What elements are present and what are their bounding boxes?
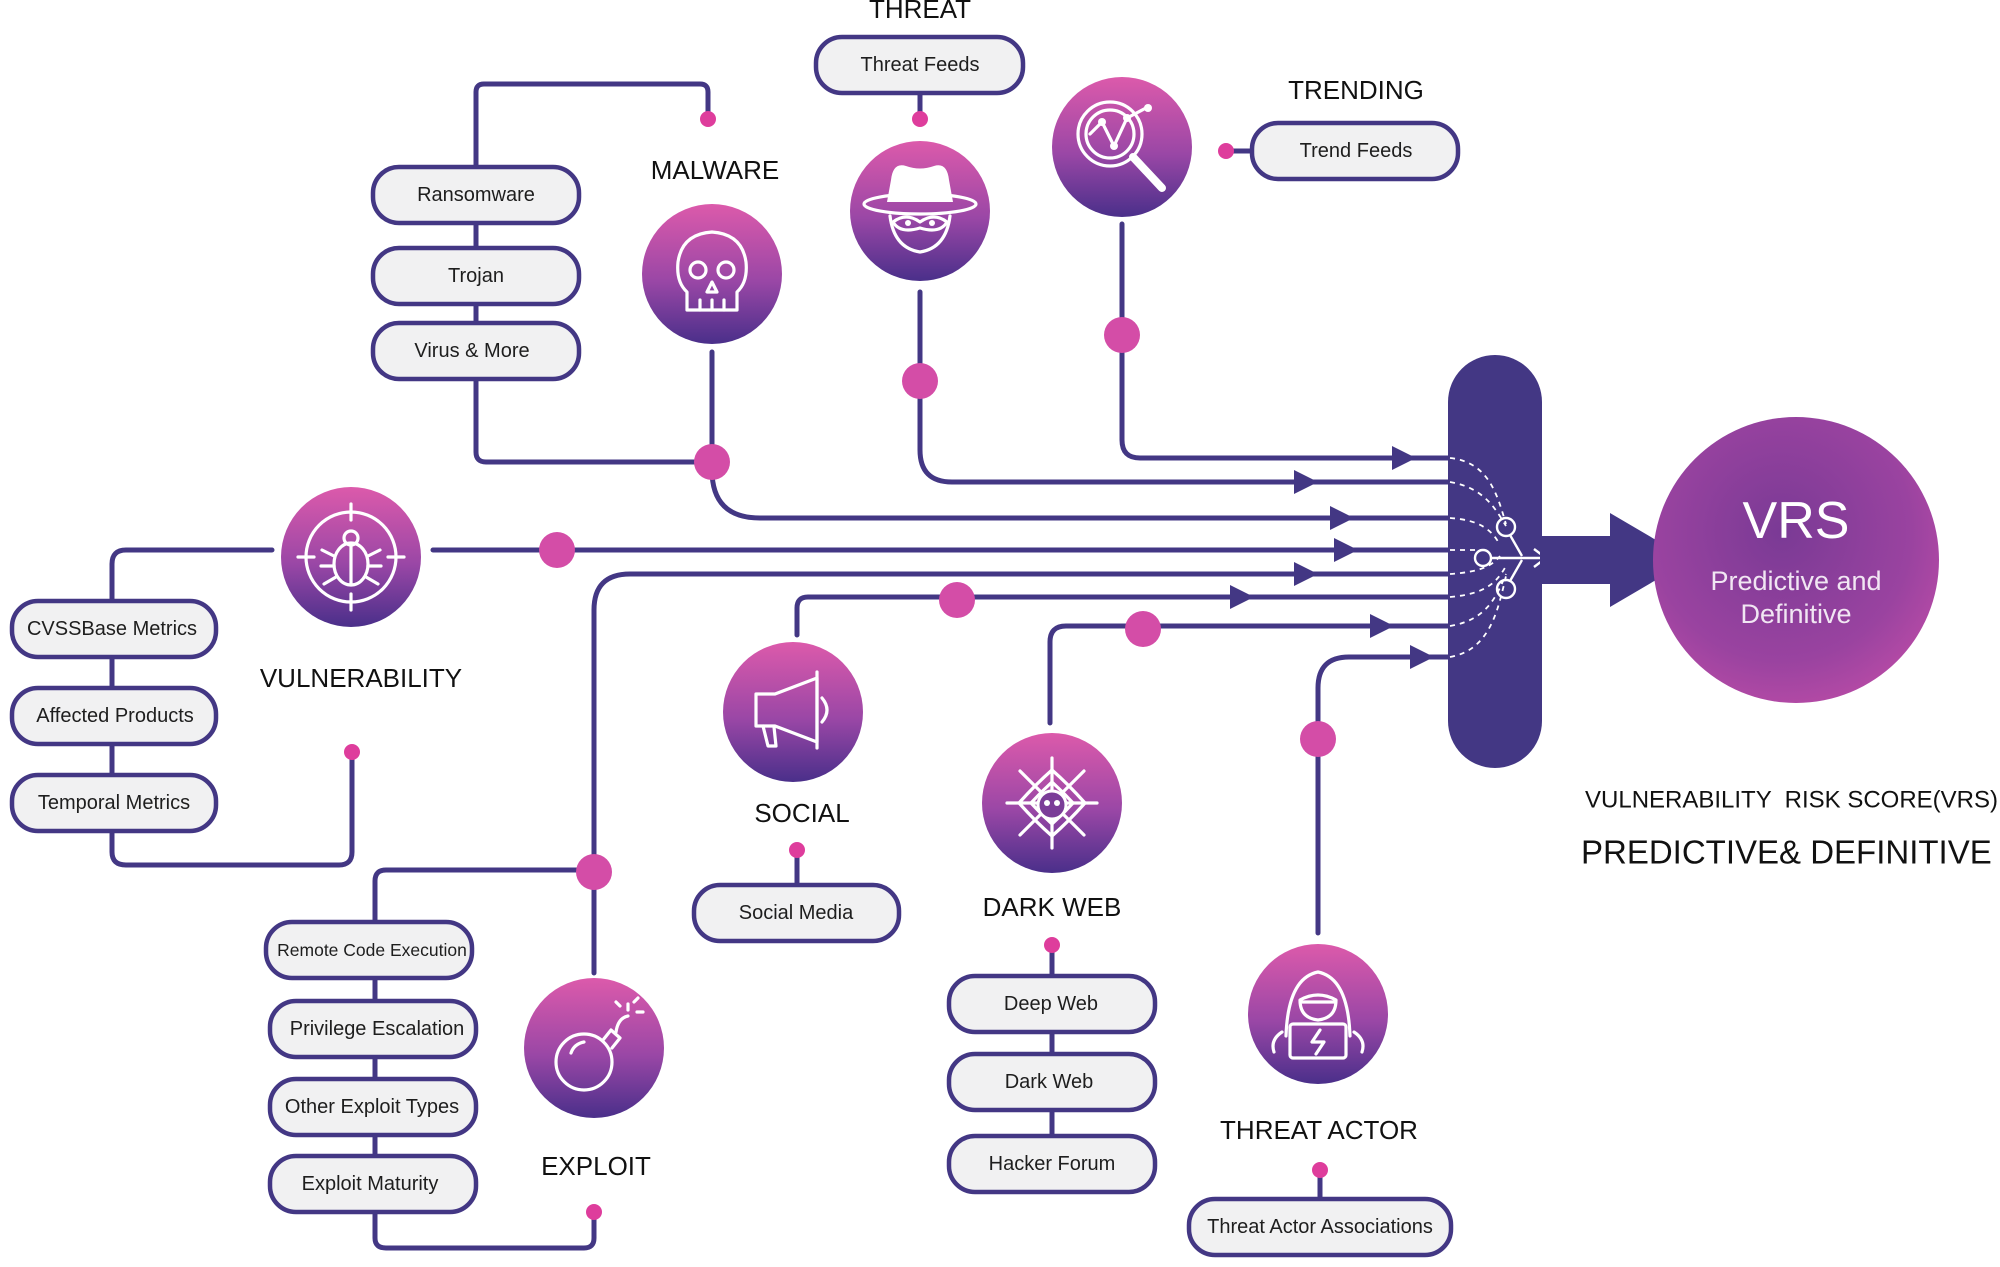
svg-text:Threat Actor Associations: Threat Actor Associations bbox=[1207, 1216, 1433, 1238]
label-trending: TRENDING bbox=[1288, 75, 1424, 105]
wire-exploit-items bbox=[372, 867, 597, 1251]
dot-malware bbox=[694, 444, 730, 480]
vrs-subtitle-line1: Predictive and bbox=[1710, 566, 1881, 596]
arrowhead-dark-web bbox=[1370, 614, 1394, 638]
dot-threat-actor-stub bbox=[1312, 1162, 1328, 1178]
wire-threat-actor bbox=[1315, 654, 1453, 936]
dot-social-stub bbox=[789, 842, 805, 858]
hub-merge-icon bbox=[1473, 516, 1548, 600]
vrs-circle bbox=[1653, 417, 1939, 703]
arrowhead-social bbox=[1230, 585, 1254, 609]
trend-magnifier-icon bbox=[1052, 77, 1192, 217]
dot-vulnerability-stub bbox=[344, 744, 360, 760]
hacker-icon bbox=[1248, 944, 1388, 1084]
dot-dark-web bbox=[1125, 611, 1161, 647]
arrowhead-trending bbox=[1392, 446, 1416, 470]
arrowhead-vulnerability bbox=[1334, 538, 1358, 562]
pill-threat-feeds: Threat Feeds bbox=[813, 34, 1026, 96]
svg-text:Deep Web: Deep Web bbox=[1004, 993, 1098, 1015]
arrowhead-exploit bbox=[1294, 562, 1318, 586]
svg-text:Social Media: Social Media bbox=[739, 902, 854, 924]
vrs-subtitle-line2: Definitive bbox=[1740, 599, 1851, 629]
pill-hacker-forum: Hacker Forum bbox=[946, 1133, 1158, 1195]
vrs-big-arrow bbox=[1540, 513, 1690, 607]
spiderweb-icon bbox=[982, 733, 1122, 873]
svg-text:Threat Feeds: Threat Feeds bbox=[861, 54, 980, 76]
dot-exploit-stub bbox=[586, 1204, 602, 1220]
wire-malware-items bbox=[473, 187, 715, 465]
arrowheads bbox=[1230, 446, 1434, 669]
wire-dark-web bbox=[1047, 623, 1453, 726]
label-social: SOCIAL bbox=[754, 798, 849, 828]
wire-exploit bbox=[591, 571, 1453, 976]
label-exploit: EXPLOIT bbox=[541, 1151, 651, 1181]
pill-deep-web: Deep Web bbox=[946, 973, 1158, 1035]
label-threat: THREAT bbox=[869, 0, 971, 24]
svg-text:Hacker Forum: Hacker Forum bbox=[989, 1153, 1116, 1175]
bomb-icon bbox=[524, 978, 664, 1118]
wire-threat bbox=[917, 289, 1453, 485]
pill-exploit-maturity: Exploit Maturity bbox=[267, 1153, 479, 1215]
arrowhead-threat bbox=[1294, 470, 1318, 494]
arrowhead-threat-actor bbox=[1410, 645, 1434, 669]
svg-text:Affected Products: Affected Products bbox=[36, 705, 194, 727]
skull-icon bbox=[642, 204, 782, 344]
wire-malware-top bbox=[473, 81, 711, 193]
dot-dark-web-stub bbox=[1044, 937, 1060, 953]
bug-target-icon bbox=[281, 487, 421, 627]
svg-text:Remote Code Execution: Remote Code Execution bbox=[277, 940, 467, 960]
svg-text:CVSSBase Metrics: CVSSBase Metrics bbox=[27, 618, 197, 640]
spy-icon bbox=[850, 141, 990, 281]
wire-social bbox=[794, 594, 1453, 638]
pill-ransomware: Ransomware bbox=[370, 164, 582, 226]
dot-trend-feeds-stub bbox=[1218, 143, 1234, 159]
svg-text:Trojan: Trojan bbox=[448, 265, 504, 287]
label-threat-actor: THREAT ACTOR bbox=[1220, 1115, 1418, 1145]
pill-privilege-escalation: Privilege Escalation bbox=[267, 998, 479, 1060]
wire-malware bbox=[709, 349, 1453, 521]
pill-virus-more: Virus & More bbox=[370, 320, 582, 382]
pill-other-exploit-types: Other Exploit Types bbox=[267, 1076, 479, 1138]
dot-trending bbox=[1104, 317, 1140, 353]
label-dark-web: DARK WEB bbox=[983, 892, 1122, 922]
vrs-caption-line2: PREDICTIVE& DEFINITIVE bbox=[1581, 834, 1992, 871]
vrs-caption-line1: VULNERABILITY RISK SCORE(VRS) bbox=[1585, 787, 1998, 814]
megaphone-icon bbox=[723, 642, 863, 782]
vrs-title: VRS bbox=[1743, 492, 1850, 550]
vrs-circle-group: VRS Predictive and Definitive bbox=[1653, 417, 1939, 703]
dot-vulnerability bbox=[539, 532, 575, 568]
dot-threat-actor bbox=[1300, 721, 1336, 757]
wire-vuln-items bbox=[109, 547, 355, 868]
wire-trending bbox=[1119, 221, 1453, 461]
dot-social bbox=[939, 582, 975, 618]
pill-trend-feeds: Trend Feeds bbox=[1249, 120, 1461, 182]
svg-text:Other Exploit Types: Other Exploit Types bbox=[285, 1096, 459, 1118]
label-vulnerability: VULNERABILITY bbox=[260, 663, 462, 693]
svg-text:Dark Web: Dark Web bbox=[1005, 1071, 1094, 1093]
svg-text:Exploit Maturity: Exploit Maturity bbox=[302, 1173, 439, 1195]
label-malware: MALWARE bbox=[651, 155, 780, 185]
dot-exploit bbox=[576, 854, 612, 890]
connector-dots bbox=[344, 111, 1336, 1220]
pill-dark-web: Dark Web bbox=[946, 1051, 1158, 1113]
svg-text:Privilege Escalation: Privilege Escalation bbox=[290, 1018, 465, 1040]
pill-remote-code-execution: Remote Code Execution bbox=[263, 919, 475, 981]
pill-social-media: Social Media bbox=[691, 882, 902, 944]
hub bbox=[1448, 355, 1548, 768]
hub-bar bbox=[1448, 355, 1542, 768]
dot-threat-feeds-stub bbox=[912, 111, 928, 127]
svg-text:Trend Feeds: Trend Feeds bbox=[1300, 140, 1413, 162]
svg-text:Virus & More: Virus & More bbox=[414, 340, 529, 362]
pill-threat-actor-associations: Threat Actor Associations bbox=[1186, 1196, 1454, 1258]
pill-temporal-metrics: Temporal Metrics bbox=[9, 772, 219, 834]
pill-trojan: Trojan bbox=[370, 245, 582, 307]
pill-cvss-base-metrics: CVSSBase Metrics bbox=[9, 598, 219, 660]
svg-text:Ransomware: Ransomware bbox=[417, 184, 535, 206]
arrowhead-malware bbox=[1330, 506, 1354, 530]
pill-affected-products: Affected Products bbox=[9, 685, 219, 747]
dot-malware-stub bbox=[700, 111, 716, 127]
dot-threat bbox=[902, 363, 938, 399]
svg-text:Temporal Metrics: Temporal Metrics bbox=[38, 792, 190, 814]
